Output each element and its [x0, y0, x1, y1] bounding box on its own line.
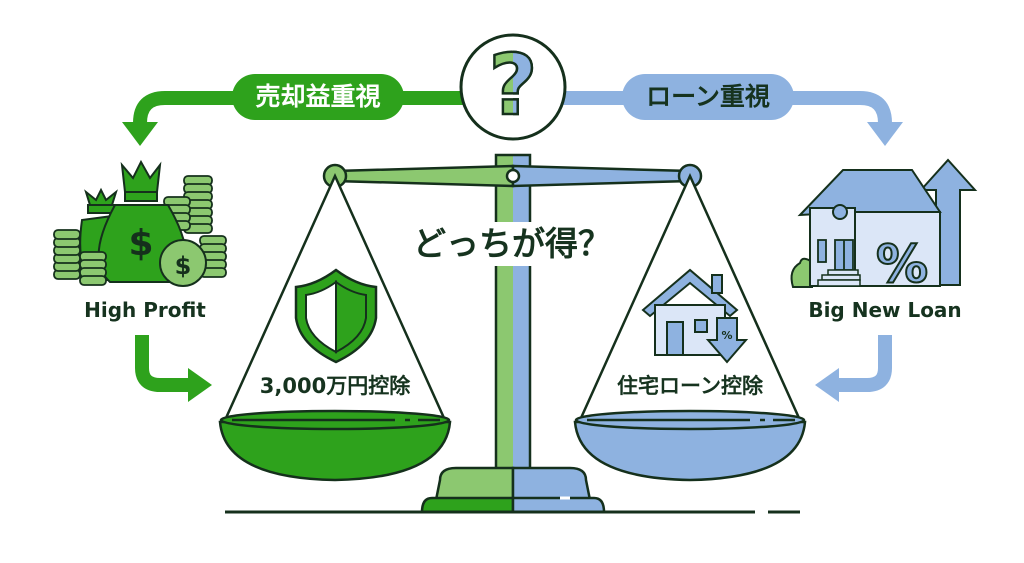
- right-pan-label: 住宅ローン控除: [617, 374, 763, 398]
- headline: どっちが得？: [400, 222, 624, 266]
- question-mark: ?: [473, 35, 553, 135]
- svg-text:%: %: [876, 235, 928, 295]
- right-bottom-connector-arrow: [815, 335, 892, 402]
- scale-beam: [322, 163, 703, 189]
- scale-base: [420, 466, 606, 514]
- left-pan-label: 3,000万円控除: [259, 374, 411, 398]
- shield-icon: [294, 268, 378, 364]
- svg-text:%: %: [721, 329, 732, 342]
- money-bags-icon: $ $: [53, 159, 227, 287]
- right-icon-caption: Big New Loan: [808, 298, 962, 322]
- left-icon-caption: High Profit: [84, 298, 206, 322]
- right-pill-label: ローン重視: [646, 82, 770, 111]
- scale-post: [494, 153, 532, 477]
- house-percent-up-icon: %: [790, 158, 978, 296]
- left-bottom-connector-arrow: [135, 335, 212, 402]
- svg-text:$: $: [128, 223, 153, 264]
- house-rate-down-icon: %: [641, 268, 749, 364]
- question-mark-right: ?: [513, 35, 539, 135]
- left-top-connector-arrow: [122, 91, 470, 146]
- right-scale-pan: [573, 172, 807, 482]
- right-top-connector-arrow: [555, 91, 903, 146]
- right-pill: [622, 74, 794, 120]
- left-pill-label: 売却益重視: [255, 82, 381, 111]
- question-circle: [459, 33, 567, 141]
- svg-text:$: $: [175, 252, 192, 280]
- question-mark-left: ?: [487, 35, 538, 135]
- question-mark-right-half: ?: [513, 35, 553, 135]
- left-pill: [232, 74, 404, 120]
